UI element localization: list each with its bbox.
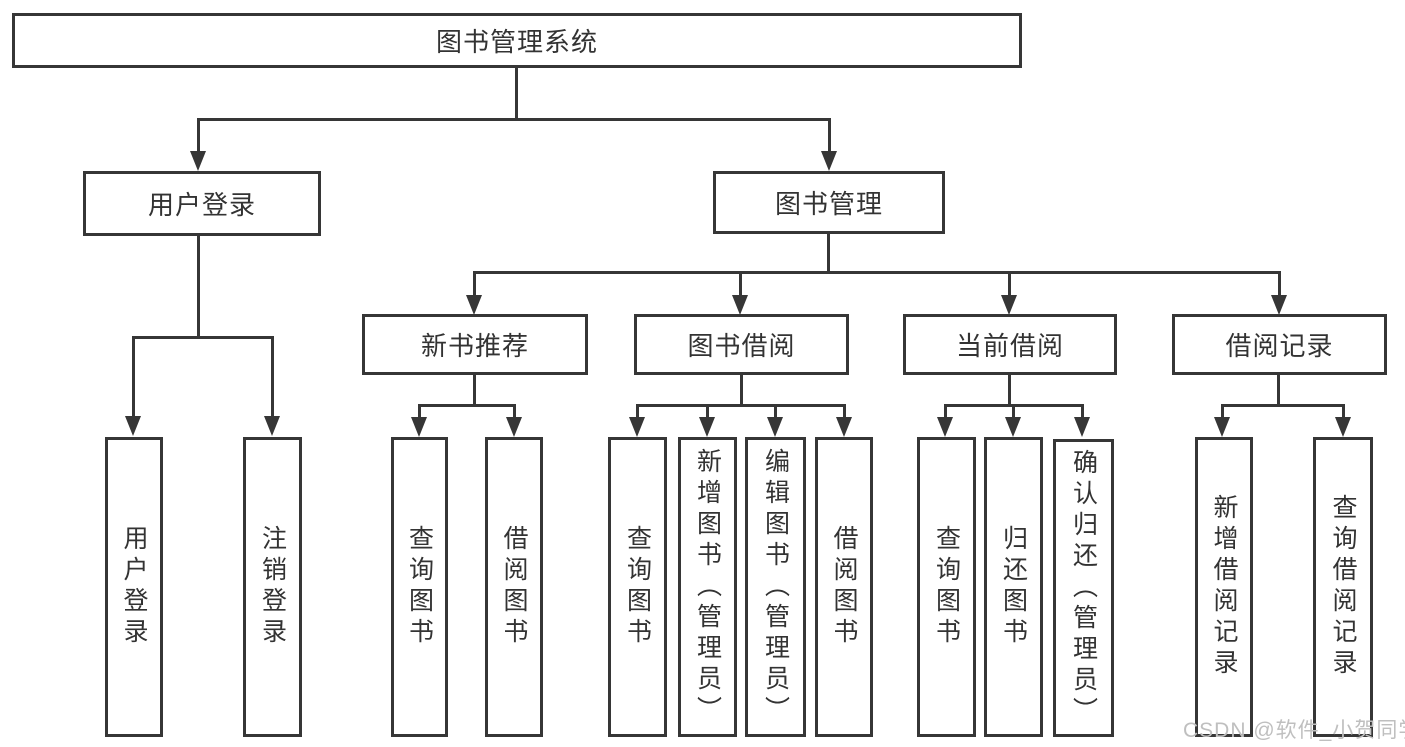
node-book-management: 图书管理 [713, 171, 945, 234]
node-user-login: 用户登录 [83, 171, 321, 236]
edge-current-borrow-trunk [1008, 375, 1011, 406]
csdn-watermark: CSDN @软件_小贺同学 [1183, 719, 1405, 742]
node-label: 图书管理 [774, 189, 883, 219]
edge-book-borrow-branch [636, 404, 846, 407]
arrow-down-icon [190, 151, 206, 171]
edge-stem-user-login [197, 118, 200, 152]
leaf-add-books-admin: 新增图书（管理员） [678, 437, 737, 737]
edge-stem-leaf [843, 404, 846, 418]
edge-stem-leaf [513, 404, 516, 418]
leaf-query-books-current: 查询图书 [917, 437, 976, 737]
edge-stem-leaf [1342, 404, 1345, 418]
leaf-edit-books-admin: 编辑图书（管理员） [745, 437, 806, 737]
arrow-down-icon [629, 417, 645, 437]
arrow-down-icon [1001, 295, 1017, 315]
leaf-borrow-books: 借阅图书 [815, 437, 873, 737]
node-borrow-record: 借阅记录 [1172, 314, 1387, 375]
edge-stem-leaf [418, 404, 421, 418]
node-label: 编辑图书（管理员） [761, 447, 790, 727]
arrow-down-icon [821, 151, 837, 171]
arrow-down-icon [411, 417, 427, 437]
edge-stem-leaf [636, 404, 639, 418]
edge-stem-leaf [1012, 404, 1015, 418]
node-label: 新书推荐 [420, 331, 529, 361]
edge-stem-leaf [1081, 404, 1084, 418]
edge-borrow-record-branch [1221, 404, 1345, 407]
edge-book-management-branch [473, 271, 1281, 274]
arrow-down-icon [125, 416, 141, 436]
arrow-down-icon [1074, 417, 1090, 437]
leaf-query-books-borrow: 查询图书 [608, 437, 667, 737]
node-label: 借阅图书 [830, 525, 858, 649]
node-current-borrow: 当前借阅 [903, 314, 1117, 375]
arrow-down-icon [732, 295, 748, 315]
arrow-down-icon [264, 416, 280, 436]
node-label: 归还图书 [999, 525, 1028, 649]
arrow-down-icon [506, 417, 522, 437]
edge-stem-book-borrow [739, 271, 742, 296]
leaf-logout: 注销登录 [243, 437, 302, 737]
node-label: 注销登录 [258, 525, 287, 649]
edge-root-trunk [515, 68, 518, 118]
edge-stem-leaf [706, 404, 709, 418]
node-label: 图书借阅 [687, 331, 796, 361]
node-label: 当前借阅 [955, 331, 1064, 361]
node-label: 用户登录 [120, 525, 148, 649]
arrow-down-icon [699, 417, 715, 437]
edge-stem-new-book-rec [473, 271, 476, 296]
arrow-down-icon [1271, 295, 1287, 315]
node-label: 查询图书 [405, 525, 434, 649]
node-label: 借阅图书 [500, 525, 528, 649]
edge-borrow-record-trunk [1277, 375, 1280, 406]
leaf-borrow-books-recommend: 借阅图书 [485, 437, 543, 737]
edge-new-book-rec-branch [418, 404, 516, 407]
arrow-down-icon [937, 417, 953, 437]
edge-stem-leaf [1221, 404, 1224, 418]
edge-stem-leaf-user-login [132, 336, 135, 417]
edge-book-borrow-trunk [740, 375, 743, 406]
node-book-borrow: 图书借阅 [634, 314, 849, 375]
node-label: 查询借阅记录 [1329, 494, 1357, 680]
arrow-down-icon [466, 295, 482, 315]
node-new-book-recommend: 新书推荐 [362, 314, 588, 375]
edge-book-management-trunk [827, 234, 830, 272]
node-label: 借阅记录 [1225, 331, 1334, 361]
leaf-query-borrow-record: 查询借阅记录 [1313, 437, 1373, 737]
edge-stem-book-management [828, 118, 831, 152]
arrow-down-icon [1214, 417, 1230, 437]
node-label: 查询图书 [932, 525, 961, 649]
node-label: 新增借阅记录 [1210, 494, 1238, 680]
arrow-down-icon [836, 417, 852, 437]
leaf-add-borrow-record: 新增借阅记录 [1195, 437, 1253, 737]
arrow-down-icon [1005, 417, 1021, 437]
node-label: 查询图书 [623, 525, 652, 649]
leaf-return-books: 归还图书 [984, 437, 1043, 737]
edge-stem-leaf-logout [271, 336, 274, 417]
node-library-management-system: 图书管理系统 [12, 13, 1022, 68]
edge-user-login-trunk [197, 236, 200, 336]
edge-user-login-branch [132, 336, 274, 339]
edge-stem-borrow-record [1278, 271, 1281, 296]
leaf-user-login: 用户登录 [105, 437, 163, 737]
edge-new-book-rec-trunk [473, 375, 476, 406]
leaf-confirm-return-admin: 确认归还（管理员） [1053, 439, 1114, 737]
arrow-down-icon [1335, 417, 1351, 437]
edge-stem-leaf [774, 404, 777, 418]
edge-stem-leaf [944, 404, 947, 418]
node-label: 图书管理系统 [435, 27, 598, 57]
node-label: 用户登录 [147, 190, 256, 220]
leaf-query-books-recommend: 查询图书 [391, 437, 448, 737]
arrow-down-icon [767, 417, 783, 437]
node-label: 新增图书（管理员） [693, 447, 722, 727]
edge-stem-current-borrow [1008, 271, 1011, 296]
node-label: 确认归还（管理员） [1069, 448, 1098, 728]
edge-root-branch [197, 118, 831, 121]
